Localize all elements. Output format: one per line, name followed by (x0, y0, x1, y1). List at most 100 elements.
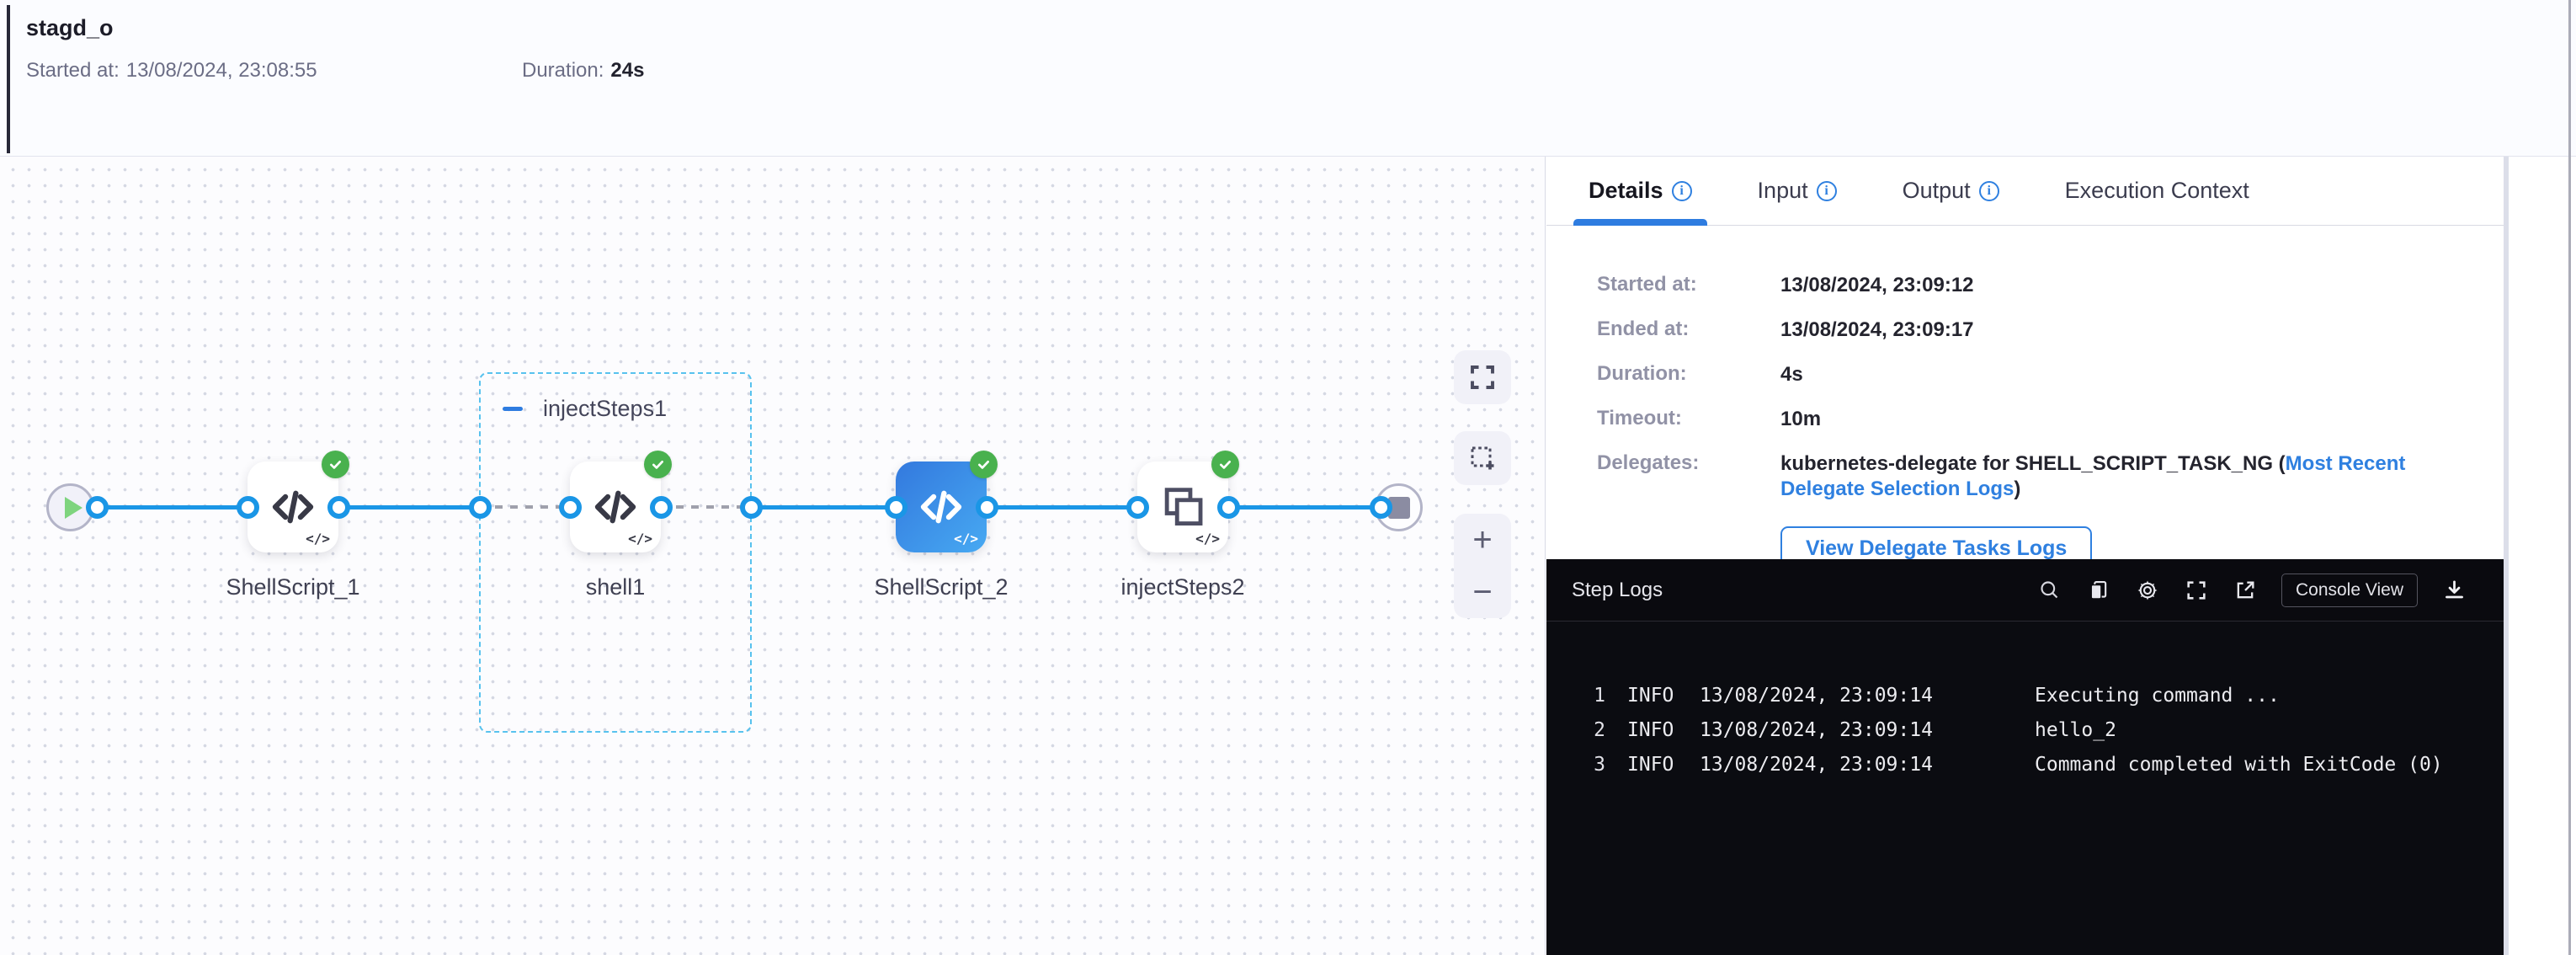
tab-output[interactable]: Output i (1887, 157, 2014, 225)
success-badge (970, 451, 998, 478)
node-label-injectsteps2: injectSteps2 (1120, 574, 1245, 600)
check-icon (978, 460, 989, 469)
info-icon[interactable]: i (1978, 180, 1999, 201)
port (1217, 496, 1240, 519)
success-badge (1211, 451, 1239, 478)
expand-icon (2187, 580, 2206, 600)
info-icon[interactable]: i (1816, 180, 1837, 201)
info-icon[interactable]: i (1671, 180, 1692, 201)
detail-row-ended-at: Ended at: 13/08/2024, 23:09:17 (1597, 317, 1974, 341)
port (327, 496, 350, 519)
node-shellscript-1[interactable]: </> (247, 451, 349, 552)
log-search-button[interactable] (2037, 578, 2062, 603)
console-view-button[interactable]: Console View (2281, 573, 2418, 607)
step-logs-toolbar: Step Logs (1546, 559, 2504, 622)
log-copy-button[interactable] (2086, 578, 2111, 603)
check-icon (330, 460, 341, 469)
port (1370, 496, 1392, 519)
details-content: Started at: 13/08/2024, 23:09:12 Ended a… (1546, 226, 2504, 571)
port (1126, 496, 1149, 519)
edge-shell1-to-groupend (661, 505, 751, 509)
port (650, 496, 673, 519)
node-shellscript-2[interactable]: </> (896, 451, 998, 552)
step-details-panel: Details i Input i Output i Execution Con… (1546, 157, 2504, 955)
stage-started-at: Started at:13/08/2024, 23:08:55 (26, 59, 317, 83)
port (559, 496, 582, 519)
node-injectsteps2[interactable]: </> (1137, 451, 1239, 552)
play-icon (64, 496, 82, 519)
check-icon (1220, 460, 1231, 469)
code-icon (594, 490, 636, 524)
detail-row-duration: Duration: 4s (1597, 362, 1803, 386)
log-settings-button[interactable] (2135, 578, 2160, 603)
log-level: INFO (1627, 754, 1674, 776)
fullscreen-icon (1471, 365, 1494, 389)
duration-label: Duration: (522, 59, 604, 82)
delegate-selection-logs-link[interactable]: Most Recent Delegate Selection Logs (1780, 452, 2406, 500)
marquee-select-icon (1471, 446, 1494, 470)
node-shell1[interactable]: </> (570, 451, 672, 552)
edge-shellscript1-to-group (338, 505, 480, 510)
search-icon (2041, 581, 2058, 599)
node-label-shellscript-1: ShellScript_1 (226, 574, 360, 600)
success-badge (322, 451, 349, 478)
log-download-button[interactable] (2441, 578, 2467, 603)
log-level: INFO (1627, 685, 1674, 707)
stage-duration: Duration: 24s (522, 59, 644, 83)
log-timestamp: 13/08/2024, 23:09:14 (1700, 685, 1933, 707)
shell-type-glyph: </> (306, 531, 330, 547)
step-logs-content[interactable]: 1 INFO 13/08/2024, 23:09:14 Executing co… (1546, 622, 2504, 782)
log-expand-button[interactable] (2184, 578, 2209, 603)
zoom-in-icon[interactable]: + (1472, 521, 1493, 558)
right-gutter (2504, 157, 2576, 955)
log-message: hello_2 (2035, 719, 2116, 741)
log-line: 2 INFO 13/08/2024, 23:09:14 hello_2 (1585, 713, 2504, 748)
port (237, 496, 259, 519)
external-link-icon (2237, 581, 2254, 598)
stage-title: stagd_o (26, 15, 114, 40)
edge-injectsteps2-to-end (1228, 505, 1381, 510)
started-at-value: 13/08/2024, 23:08:55 (125, 59, 317, 82)
collapse-icon[interactable] (503, 407, 523, 411)
canvas-select-button[interactable] (1454, 431, 1511, 485)
detail-row-delegates: Delegates: kubernetes-delegate for SHELL… (1597, 451, 2504, 502)
started-at-label: Started at: (26, 59, 120, 82)
edge-group-to-shell1 (480, 505, 570, 509)
detail-row-timeout: Timeout: 10m (1597, 407, 1822, 430)
log-timestamp: 13/08/2024, 23:09:14 (1700, 754, 1933, 776)
window-scrollbar[interactable] (2568, 0, 2571, 955)
step-logs-title: Step Logs (1572, 578, 1663, 601)
step-logs-panel: Step Logs (1546, 559, 2504, 955)
step-group-header[interactable]: injectSteps1 (503, 396, 667, 422)
zoom-out-icon[interactable]: − (1472, 574, 1493, 611)
detail-row-started-at: Started at: 13/08/2024, 23:09:12 (1597, 273, 1974, 296)
log-open-new-tab-button[interactable] (2233, 578, 2258, 603)
node-label-shell1: shell1 (585, 574, 646, 600)
code-icon (272, 490, 314, 524)
shell-type-glyph: </> (1195, 531, 1220, 547)
log-line-number: 3 (1594, 754, 1605, 776)
check-icon (652, 460, 663, 469)
tab-execution-context[interactable]: Execution Context (2064, 178, 2249, 203)
step-group-icon (1164, 488, 1203, 526)
stage-header: stagd_o Started at:13/08/2024, 23:08:55 … (0, 0, 2576, 157)
edge-group-to-shellscript2 (751, 505, 896, 510)
duration-value: 24s (610, 59, 645, 82)
port (86, 496, 109, 519)
code-icon (920, 490, 962, 524)
canvas-zoom-control: + − (1454, 514, 1511, 618)
tab-input[interactable]: Input i (1743, 157, 1852, 225)
canvas-fullscreen-button[interactable] (1454, 350, 1511, 404)
node-label-shellscript-2: ShellScript_2 (874, 574, 1009, 600)
tab-details[interactable]: Details i (1573, 157, 1707, 226)
step-group-injectsteps1[interactable]: injectSteps1 (479, 372, 752, 733)
log-line: 3 INFO 13/08/2024, 23:09:14 Command comp… (1585, 748, 2504, 782)
shell-type-glyph: </> (628, 531, 652, 547)
port (740, 496, 763, 519)
log-line-number: 1 (1594, 685, 1605, 707)
stage-accent-bar (7, 5, 10, 153)
log-line-number: 2 (1594, 719, 1605, 741)
edge-start-to-shellscript1 (97, 505, 247, 510)
gear-icon (2137, 580, 2158, 600)
pipeline-canvas[interactable]: injectSteps1 </> (0, 157, 1546, 955)
